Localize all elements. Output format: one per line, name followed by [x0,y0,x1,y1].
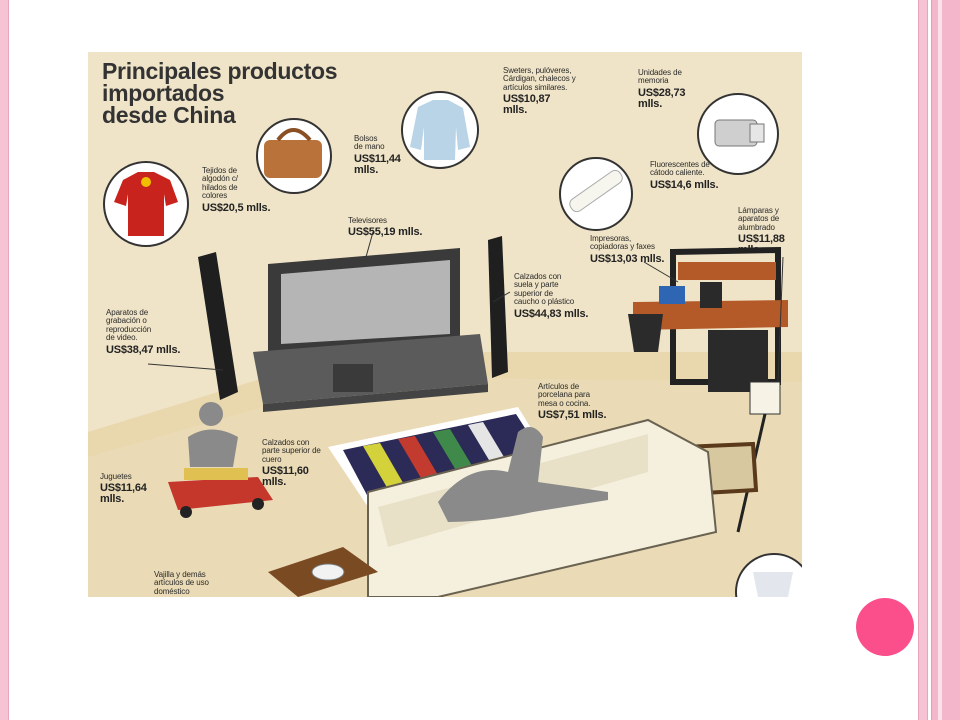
slide-frame-right-outer [931,0,960,720]
label-leather-footwear: Calzados con parte superior de cuero US$… [262,430,321,497]
sweater-image [401,91,479,169]
person-silhouette [438,427,608,522]
value-handbags: US$11,44 mlls. [354,152,401,176]
shirt-image [103,161,189,247]
label-tableware-text: Vajilla y demás artículos de uso domésti… [154,569,209,596]
value-toys: US$11,64 mlls. [100,482,147,505]
lamp-image [735,553,802,597]
label-porcelain: Artículos de porcelana para mesa o cocin… [538,374,607,430]
label-rubber-footwear-text: Calzados con suela y parte superior de c… [514,271,575,306]
china-imports-infographic: Principales productos importados desde C… [88,52,802,597]
handbag-image [256,118,332,194]
value-memory-units: US$28,73 mlls. [638,86,686,110]
infographic-title: Principales productos importados desde C… [102,58,338,128]
label-cotton-fabrics: Tejidos de algodón c/ hilados de colores… [202,158,271,222]
label-cotton-fabrics-text: Tejidos de algodón c/ hilados de colores [202,165,238,200]
value-leather-footwear: US$11,60 mlls. [262,465,309,488]
value-printers: US$13,03 mlls. [590,252,665,265]
slide-frame-right-inner [918,0,928,720]
label-printers-text: Impresoras, copiadoras y faxes [590,233,655,251]
value-fluorescents: US$14,6 mlls. [650,178,719,191]
label-toys-text: Juguetes [100,471,132,481]
label-rubber-footwear: Calzados con suela y parte superior de c… [514,264,588,328]
label-tableware: Vajilla y demás artículos de uso domésti… [154,562,209,596]
usb-memory-image [697,93,779,175]
label-lamps: Lámparas y aparatos de alumbrado US$11,8… [738,198,785,265]
fluorescent-tube-image [559,157,633,231]
label-memory-units: Unidades de memoria US$28,73 mlls. [638,60,686,118]
tv-stand [253,334,488,412]
television [268,248,460,354]
coffee-table [268,547,378,597]
label-fluorescents-text: Fluorescentes de cátodo caliente. [650,159,710,177]
leader-lines [147,231,784,383]
value-sweaters: US$10,87 mlls. [503,93,551,116]
label-fluorescents: Fluorescentes de cátodo caliente. US$14,… [650,152,719,199]
label-handbags-text: Bolsos de mano [354,133,385,151]
decorative-pink-circle [856,598,914,656]
label-sweaters-text: Sweters, pulóveres, Cárdigan, chalecos y… [503,65,576,92]
value-cotton-fabrics: US$20,5 mlls. [202,201,271,214]
toy-car [168,468,273,518]
label-televisions: Televisores US$55,19 mlls. [348,208,422,247]
label-leather-footwear-text: Calzados con parte superior de cuero [262,437,321,464]
value-porcelain: US$7,51 mlls. [538,409,607,421]
living-room-illustration [88,52,802,597]
value-televisions: US$55,19 mlls. [348,226,423,238]
label-porcelain-text: Artículos de porcelana para mesa o cocin… [538,381,591,408]
label-printers: Impresoras, copiadoras y faxes US$13,03 … [590,226,664,273]
label-video-devices: Aparatos de grabación o reproducción de … [106,300,180,364]
slide-frame-left [0,0,9,720]
label-toys: Juguetes US$11,64 mlls. [100,464,147,514]
label-televisions-text: Televisores [348,215,387,225]
value-lamps: US$11,88 mlls. [738,233,785,256]
value-rubber-footwear: US$44,83 mlls. [514,307,589,320]
label-video-devices-text: Aparatos de grabación o reproducción de … [106,307,152,342]
label-lamps-text: Lámparas y aparatos de alumbrado [738,205,780,232]
label-sweaters: Sweters, pulóveres, Cárdigan, chalecos y… [503,58,576,125]
label-memory-units-text: Unidades de memoria [638,67,682,85]
value-video-devices: US$38,47 mlls. [106,343,181,356]
speakers [198,236,508,400]
child-silhouette [188,402,238,467]
slide-frame-right-stripe [938,0,942,720]
label-handbags: Bolsos de mano US$11,44 mlls. [354,126,401,184]
